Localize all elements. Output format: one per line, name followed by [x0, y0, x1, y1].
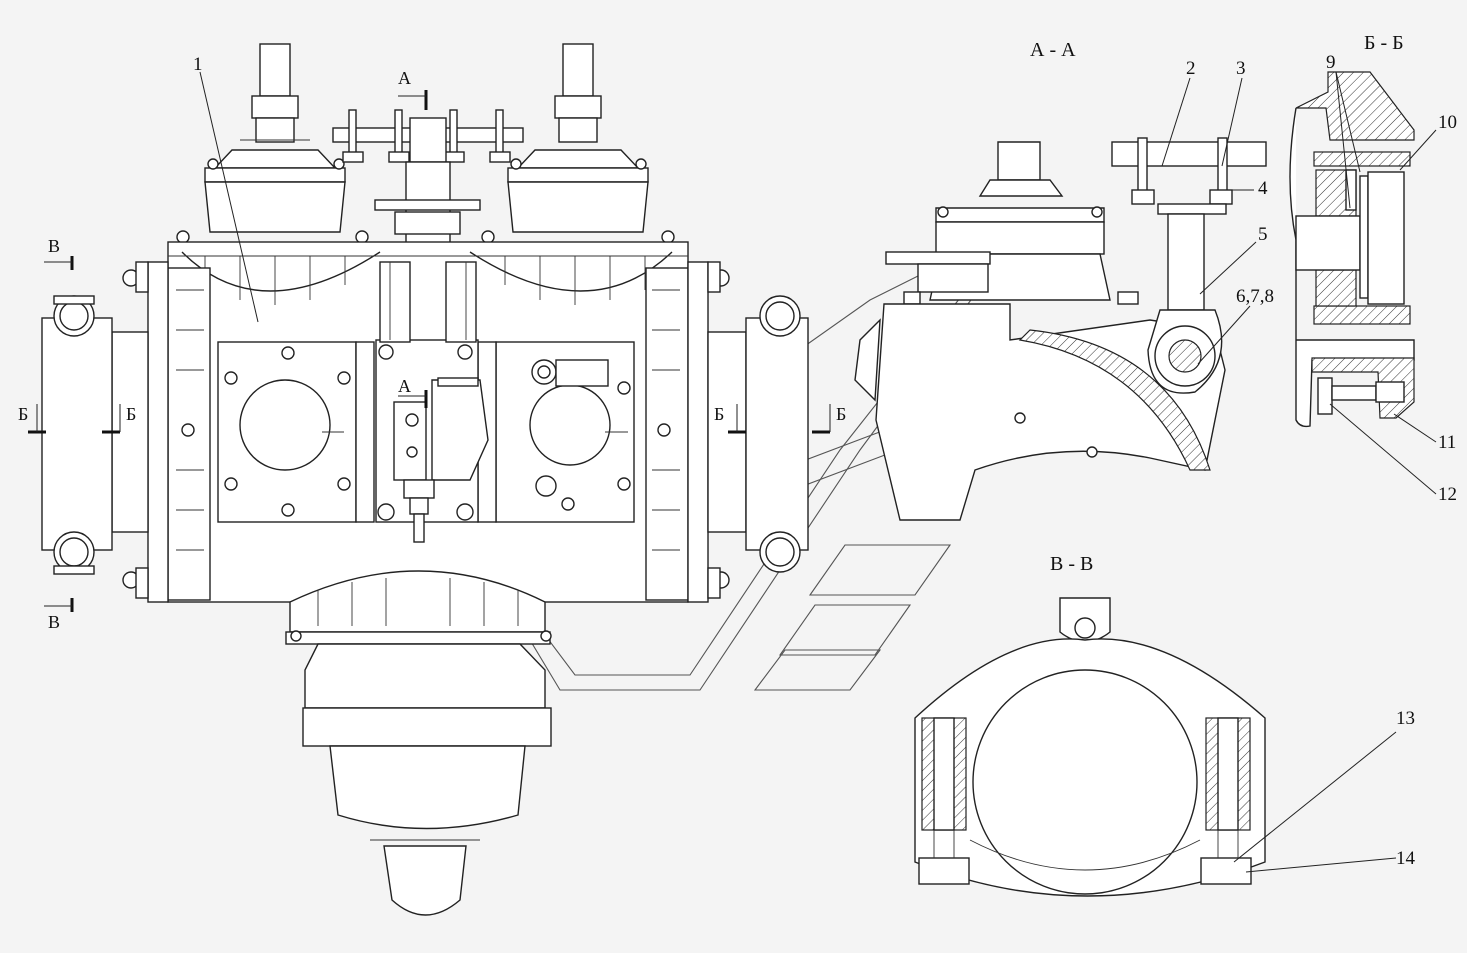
callout-4: 4: [1258, 178, 1268, 199]
left-cover-plate: [217, 341, 375, 523]
callout-14: 14: [1396, 848, 1416, 869]
cut-mark-a-bottom: А: [398, 376, 411, 396]
callout-6-7-8: 6,7,8: [1236, 286, 1274, 307]
callout-5: 5: [1258, 224, 1268, 245]
section-aa-title: А - А: [1030, 39, 1076, 61]
section-vv-view: [914, 597, 1266, 897]
cut-mark-labels: А А В В Б Б Б Б: [18, 68, 846, 632]
cut-mark-b-left-2: Б: [126, 404, 136, 424]
callout-9: 9: [1326, 52, 1336, 73]
section-bb-view: [1289, 71, 1415, 428]
section-bb-title: Б - Б: [1364, 32, 1404, 54]
right-top-shaft: [507, 43, 649, 233]
main-assembly: [28, 43, 1031, 916]
right-cover-plate: [477, 341, 635, 523]
left-clamp: [41, 295, 149, 575]
callout-2: 2: [1186, 58, 1196, 79]
leader-lines: [1161, 71, 1437, 873]
cut-mark-b-right-1: Б: [714, 404, 724, 424]
left-top-shaft: [204, 43, 346, 233]
cut-marks: [28, 90, 831, 612]
center-valve-block: [375, 261, 489, 543]
bottom-unit: [285, 570, 552, 916]
cut-mark-b-left-1: Б: [18, 404, 28, 424]
section-titles: А - А Б - Б В - В: [1030, 32, 1404, 575]
section-aa-view: [854, 137, 1267, 521]
callout-11: 11: [1438, 432, 1456, 453]
cut-mark-v-bottom: В: [48, 612, 60, 632]
callout-13: 13: [1396, 708, 1415, 729]
callout-12: 12: [1438, 484, 1457, 505]
callout-3: 3: [1236, 58, 1246, 79]
callout-labels: 1 2 3 4 5 6,7,8 9 10 11 12 13 14: [193, 52, 1457, 869]
cut-mark-b-right-2: Б: [836, 404, 846, 424]
callout-10: 10: [1438, 112, 1457, 133]
callout-1: 1: [193, 54, 203, 75]
cut-mark-v-top: В: [48, 236, 60, 256]
section-vv-title: В - В: [1050, 553, 1093, 575]
cut-mark-a-top: А: [398, 68, 411, 88]
top-flange-bolts: [176, 158, 675, 244]
right-clamp: [707, 295, 809, 573]
